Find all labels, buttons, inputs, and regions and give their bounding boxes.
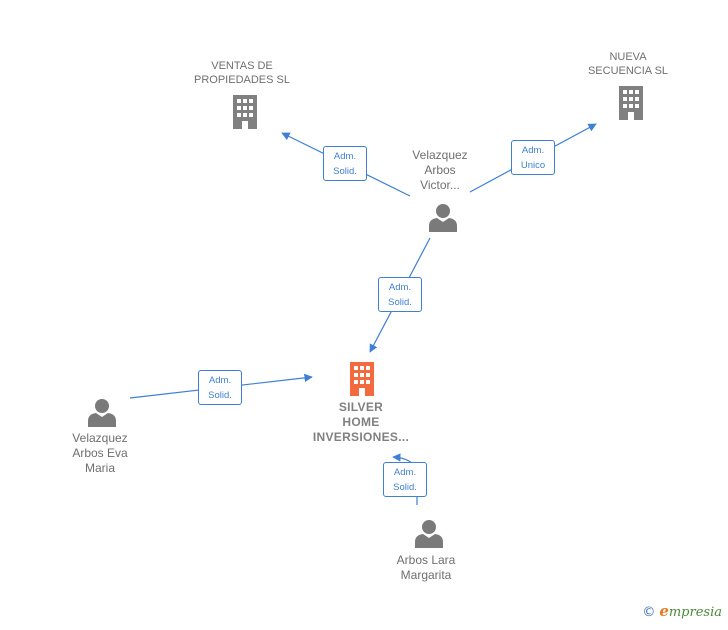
empresia-logo: ©empresia bbox=[642, 602, 722, 620]
building-icon bbox=[233, 95, 257, 129]
node-lara-label: Arbos Lara Margarita bbox=[396, 553, 456, 582]
edge-label-lara-silver[interactable]: Adm. Solid. bbox=[383, 462, 427, 497]
person-icon bbox=[88, 399, 116, 427]
building-icon bbox=[619, 86, 643, 120]
copyright-symbol: © bbox=[642, 605, 656, 620]
edge-label-eva-silver[interactable]: Adm. Solid. bbox=[198, 370, 242, 405]
brand-name-rest: mpresia bbox=[668, 605, 722, 620]
node-eva-label: Velazquez Arbos Eva Maria bbox=[72, 431, 128, 475]
edge-label-victor-nueva[interactable]: Adm. Unico bbox=[511, 140, 555, 175]
brand-first-letter: e bbox=[659, 602, 669, 620]
building-icon bbox=[350, 362, 374, 396]
edge-label-victor-ventas[interactable]: Adm. Solid. bbox=[323, 146, 367, 181]
person-icon bbox=[415, 520, 443, 548]
person-icon bbox=[429, 204, 457, 232]
node-silver-label: SILVER HOME INVERSIONES... bbox=[312, 400, 410, 444]
node-victor-label: Velazquez Arbos Victor... bbox=[412, 148, 468, 192]
edge-label-victor-silver[interactable]: Adm. Solid. bbox=[378, 277, 422, 312]
node-nueva-label: NUEVA SECUENCIA SL bbox=[587, 51, 669, 77]
node-ventas-label: VENTAS DE PROPIEDADES SL bbox=[194, 60, 290, 86]
